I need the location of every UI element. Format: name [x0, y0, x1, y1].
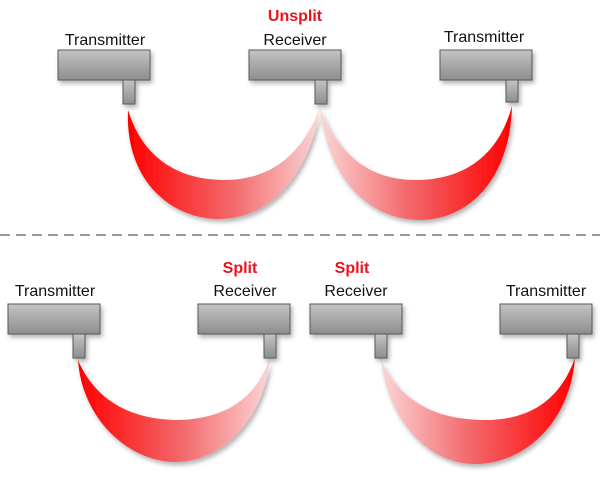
- bottom-left-transmitter-label: Transmitter: [15, 283, 96, 300]
- top-left-transmitter-label: Transmitter: [65, 32, 146, 49]
- bottom-right-receiver-label: Receiver: [324, 283, 388, 300]
- bottom-right-transmitter-device: [499, 303, 593, 359]
- bottom-right-beam: [381, 358, 575, 464]
- unsplit-annotation: Unsplit: [268, 8, 323, 25]
- bottom-left-receiver-label: Receiver: [213, 283, 277, 300]
- bottom-right-receiver-device: [309, 303, 403, 359]
- top-center-receiver-device: [248, 49, 342, 105]
- split-annotation-right: Split: [335, 260, 370, 277]
- top-center-receiver-label: Receiver: [263, 32, 327, 49]
- top-right-transmitter-device: [439, 49, 533, 103]
- top-left-transmitter-device: [57, 49, 151, 105]
- bottom-left-transmitter-device: [7, 303, 101, 359]
- bottom-right-transmitter-label: Transmitter: [506, 283, 587, 300]
- top-right-transmitter-label: Transmitter: [444, 29, 525, 46]
- bottom-left-beam: [78, 358, 270, 462]
- bottom-left-receiver-device: [197, 303, 291, 359]
- split-annotation-left: Split: [223, 260, 258, 277]
- top-right-beam: [320, 106, 512, 220]
- top-left-beam: [127, 108, 320, 220]
